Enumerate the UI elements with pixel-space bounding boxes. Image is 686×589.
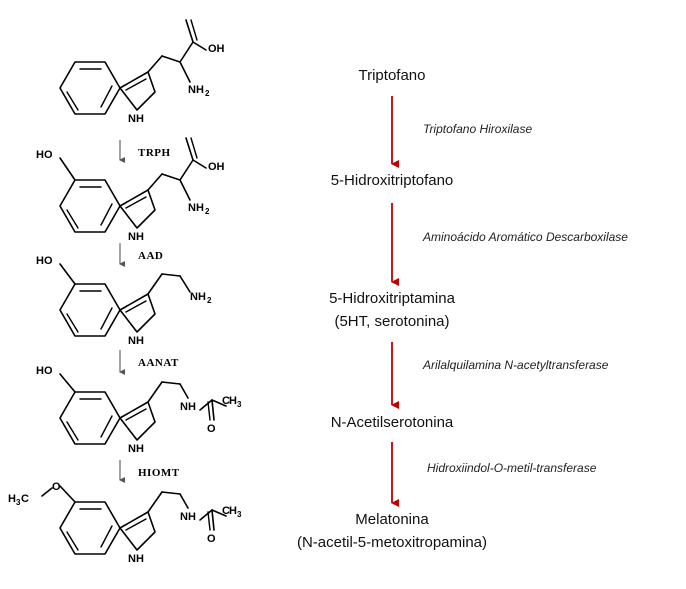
atom-h-methoxy: H (8, 493, 16, 505)
atom-h-methyl: H (229, 395, 237, 407)
atom-ho: HO (36, 255, 53, 267)
compound-tryptophan: Triptofano (359, 67, 426, 84)
atom-nh: NH (128, 335, 144, 347)
atom-nh: NH (128, 113, 144, 125)
atom-oh: OH (208, 43, 225, 55)
atom-c-methoxy: C (21, 493, 29, 505)
structure-tryptophan: OH NH 2 NH (59, 19, 225, 125)
atom-nh2-sub: 2 (205, 207, 210, 216)
abbr-hiomt: HIOMT (138, 467, 180, 479)
atom-nh2-sub: 2 (205, 89, 210, 98)
enzyme-tryptophan-hydroxylase: Triptofano Hiroxilase (423, 122, 532, 136)
structure-melatonin: H 3 C O NH O C H 3 NH (8, 481, 242, 565)
atom-h3-sub: 3 (237, 510, 242, 519)
structure-serotonin: HO NH 2 NH (36, 255, 212, 347)
structure-n-acetylserotonin: HO NH O C H 3 NH (36, 365, 242, 455)
atom-nh: NH (128, 553, 144, 565)
atom-h3-sub: 3 (237, 400, 242, 409)
abbr-aanat: AANAT (138, 357, 179, 369)
atom-nh2-sub: 2 (207, 296, 212, 305)
atom-nh2: NH (188, 84, 204, 96)
pathway-names: Triptofano 5-Hidroxitriptofano 5-Hidroxi… (297, 67, 628, 551)
atom-c-methyl: C (222, 505, 230, 517)
atom-h3-sub-methoxy: 3 (16, 498, 21, 507)
atom-nh2: NH (190, 291, 206, 303)
atom-nh2: NH (188, 202, 204, 214)
atom-c-methyl: C (222, 395, 230, 407)
atom-nh-amide: NH (180, 511, 196, 523)
compound-serotonin-synonym: (5HT, serotonina) (334, 313, 449, 330)
atom-nh: NH (128, 443, 144, 455)
atom-h-methyl: H (229, 505, 237, 517)
atom-nh: NH (128, 231, 144, 243)
atom-ho: HO (36, 365, 53, 377)
atom-o-methoxy: O (52, 481, 61, 493)
compound-serotonin: 5-Hidroxitriptamina (329, 290, 456, 307)
atom-oh: OH (208, 161, 225, 173)
enzyme-hiomt: Hidroxiindol-O-metil-transferase (427, 461, 597, 475)
atom-o: O (207, 533, 216, 545)
atom-ho: HO (36, 149, 53, 161)
enzyme-aromatic-decarboxylase: Aminoácido Aromático Descarboxilase (422, 230, 628, 244)
structure-5-hydroxytryptophan: HO OH NH 2 NH (36, 137, 225, 243)
compound-5-hydroxytryptophan: 5-Hidroxitriptofano (331, 172, 454, 189)
atom-nh-amide: NH (180, 401, 196, 413)
enzyme-aanat: Arilalquilamina N-acetyltransferase (422, 358, 609, 372)
atom-o: O (207, 423, 216, 435)
compound-melatonin: Melatonina (355, 511, 429, 528)
abbr-aad: AAD (138, 250, 163, 262)
compound-melatonin-synonym: (N-acetil-5-metoxitropamina) (297, 534, 487, 551)
compound-n-acetylserotonin: N-Acetilserotonina (331, 414, 454, 431)
abbr-trph: TRPH (138, 147, 171, 159)
